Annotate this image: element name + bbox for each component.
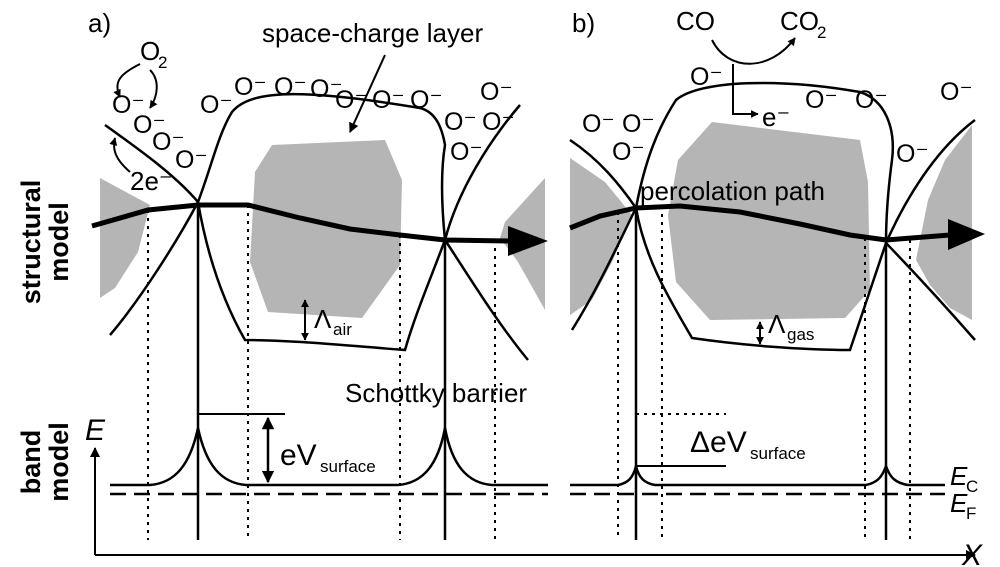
conduction-band-b (570, 462, 945, 487)
svg-text:O⁻: O⁻ (444, 108, 477, 136)
svg-text:C: C (966, 477, 978, 496)
panel-b-label: b) (572, 8, 595, 38)
svg-text:O⁻: O⁻ (175, 146, 208, 174)
grain-boundary-center-a (196, 92, 447, 352)
svg-text:2e⁻: 2e⁻ (130, 166, 173, 196)
grain-core-center-a (250, 140, 402, 318)
grain-core-center-b (668, 122, 870, 320)
percolation-path-label: percolation path (640, 176, 825, 206)
grain-boundary-right-b (884, 119, 976, 341)
svg-text:O⁻: O⁻ (274, 73, 307, 101)
grain-core-left-b (570, 158, 632, 315)
svg-text:O⁻: O⁻ (234, 73, 267, 101)
svg-text:O⁻: O⁻ (480, 78, 513, 106)
percolation-path-b (569, 203, 951, 243)
svg-text:F: F (966, 504, 976, 523)
electron-transfer-arrow (109, 137, 131, 173)
delta-ev-surface-label: ΔeV surface (690, 426, 806, 463)
svg-text:O⁻: O⁻ (133, 111, 166, 139)
conduction-band-level-label: E C (950, 461, 978, 496)
ev-surface-label: eV surface (280, 439, 376, 476)
svg-text:structural: structural (16, 180, 46, 305)
adsorbed-oxygen-ions-b: O⁻ O⁻ O⁻ O⁻ O⁻ O⁻ O⁻ O⁻ (582, 63, 973, 168)
svg-text:surface: surface (320, 457, 376, 476)
svg-text:O⁻: O⁻ (612, 138, 645, 166)
svg-text:O⁻: O⁻ (940, 78, 973, 106)
svg-text:E: E (950, 461, 968, 491)
grain-boundary-right-a (443, 104, 529, 361)
svg-text:model: model (44, 422, 74, 502)
svg-text:O⁻: O⁻ (896, 140, 929, 168)
co-oxidation-arrow (711, 37, 796, 65)
svg-text:E: E (950, 488, 968, 518)
svg-text:O⁻: O⁻ (582, 110, 615, 138)
lambda-gas-label: Λ gas (768, 309, 814, 344)
space-charge-layer-label: space-charge layer (262, 18, 483, 48)
o2-molecule-label: O 2 (140, 36, 167, 72)
structural-model-label: structural model (16, 180, 74, 305)
svg-text:O⁻: O⁻ (450, 138, 483, 166)
svg-text:O⁻: O⁻ (855, 86, 888, 114)
svg-text:O⁻: O⁻ (690, 63, 723, 91)
conduction-band-a (110, 427, 548, 487)
svg-text:O⁻: O⁻ (410, 86, 443, 114)
svg-text:e⁻: e⁻ (762, 102, 790, 132)
space-charge-pointer-arrow (349, 54, 386, 133)
electron-release-arrow (732, 64, 759, 118)
band-model-label: band model (16, 422, 74, 502)
svg-text:gas: gas (787, 325, 814, 344)
svg-text:air: air (333, 320, 352, 339)
fermi-level-label: E F (950, 488, 976, 523)
svg-text:O⁻: O⁻ (622, 110, 655, 138)
svg-text:O: O (140, 36, 160, 66)
o2-adsorption-arrow-right (149, 69, 158, 109)
grain-core-left-a (100, 178, 150, 298)
svg-text:model: model (44, 202, 74, 282)
electron-transfer-label: 2e⁻ (130, 166, 173, 196)
grain-core-right-b (916, 125, 972, 320)
svg-text:2: 2 (158, 53, 167, 72)
svg-text:O⁻: O⁻ (200, 91, 233, 119)
panel-a-label: a) (88, 8, 111, 38)
grain-boundary-center-b (634, 81, 895, 352)
schottky-barrier-label: Schottky barrier (345, 378, 527, 408)
svg-text:O⁻: O⁻ (310, 75, 343, 103)
svg-text:Λ: Λ (314, 304, 332, 334)
depletion-region-guides (147, 205, 911, 540)
svg-text:eV: eV (280, 439, 317, 472)
svg-text:CO: CO (780, 6, 819, 36)
svg-text:band: band (16, 430, 46, 495)
percolation-arrowhead-a (508, 226, 548, 256)
svg-text:O⁻: O⁻ (152, 128, 185, 156)
o2-adsorption-arrow-left (113, 63, 141, 98)
co2-molecule-label: CO 2 (780, 6, 826, 42)
co-molecule-label: CO (676, 6, 715, 36)
svg-text:O⁻: O⁻ (482, 108, 515, 136)
svg-text:O⁻: O⁻ (335, 86, 368, 114)
svg-text:ΔeV: ΔeV (690, 426, 747, 459)
adsorbed-oxygen-ions-a: O⁻ O⁻ O⁻ O⁻ O⁻ O⁻ O⁻ O⁻ O⁻ O⁻ O⁻ O⁻ O⁻ O… (112, 73, 515, 174)
svg-text:O⁻: O⁻ (372, 86, 405, 114)
svg-text:surface: surface (750, 444, 806, 463)
released-electron-label: e⁻ (762, 102, 790, 132)
percolation-arrowhead-b (948, 219, 985, 250)
percolation-path-a (91, 202, 511, 244)
position-axis-label: X (961, 539, 983, 567)
svg-text:2: 2 (817, 23, 826, 42)
energy-axis-label: E (85, 414, 106, 447)
svg-text:CO: CO (676, 6, 715, 36)
svg-text:Λ: Λ (768, 309, 786, 339)
svg-text:O⁻: O⁻ (805, 86, 838, 114)
lambda-air-label: Λ air (314, 304, 352, 339)
